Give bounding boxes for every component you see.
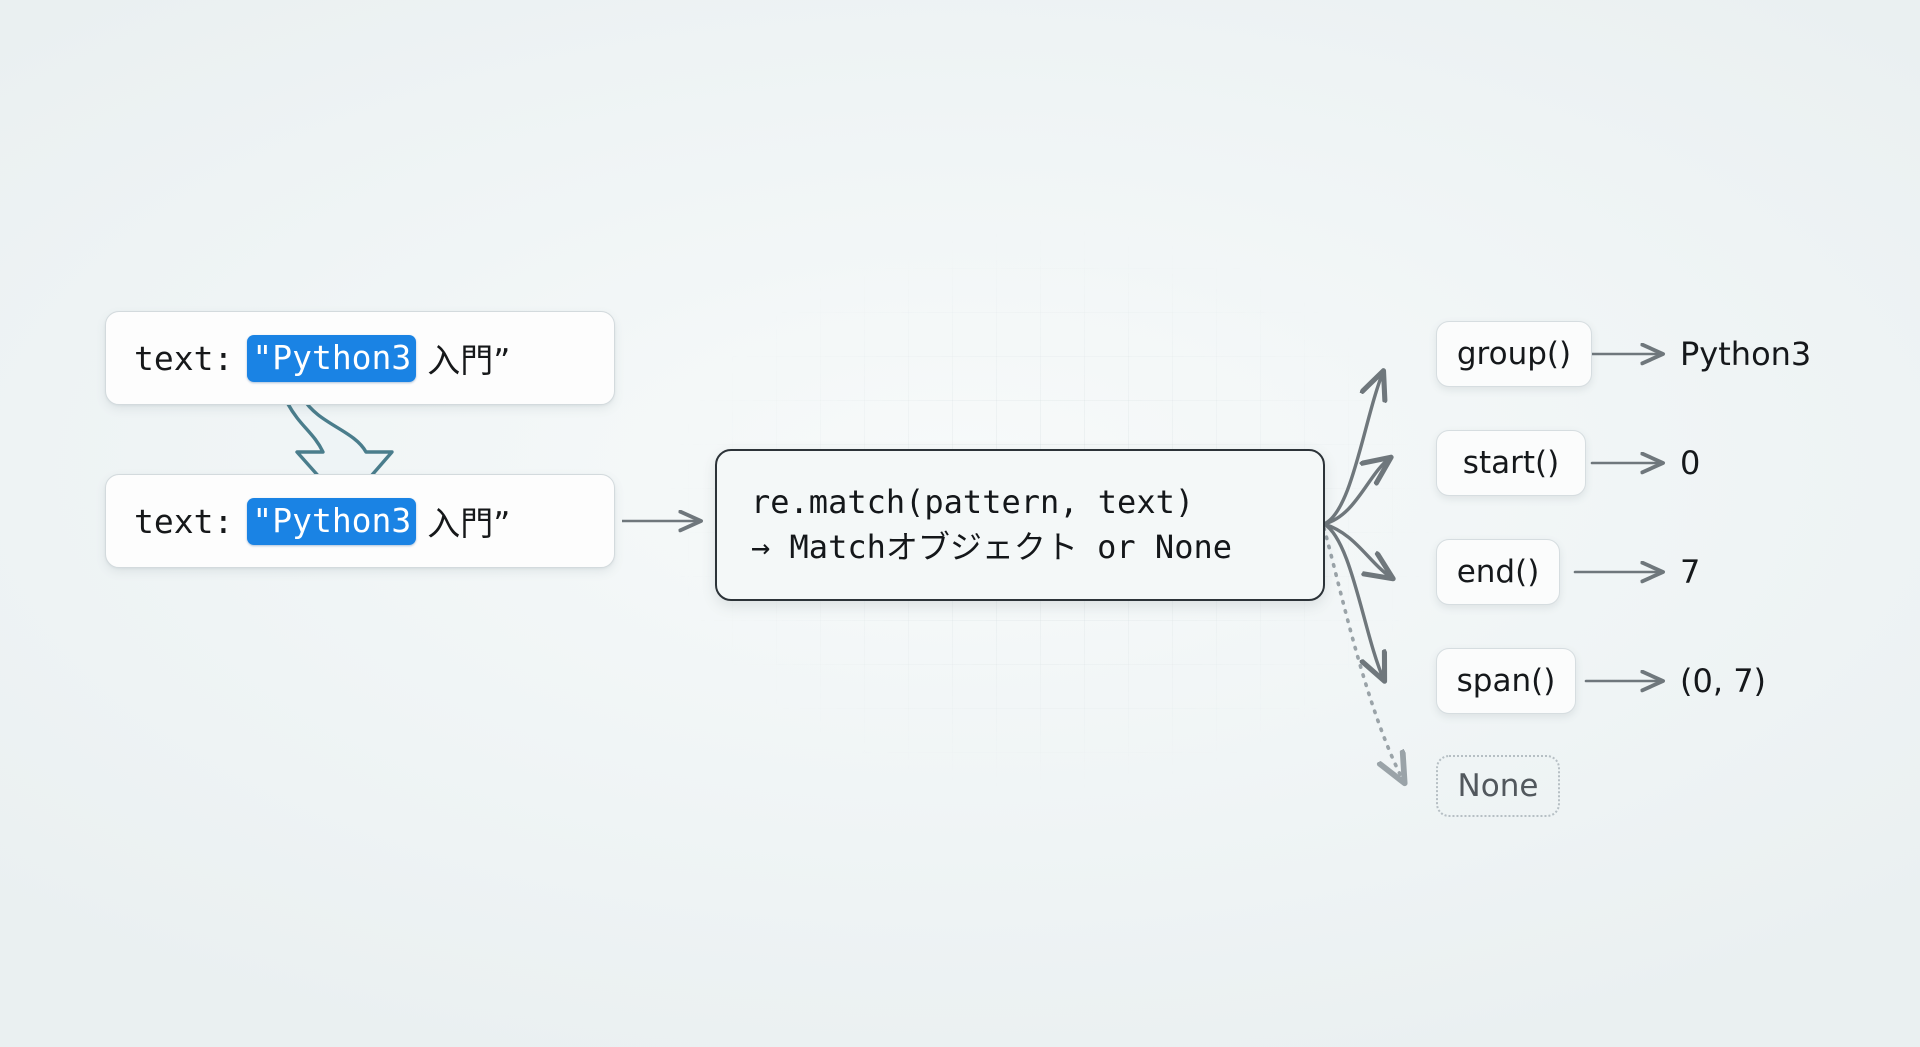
result-end-text: 7: [1680, 553, 1701, 591]
source-text-label-1: text:: [134, 338, 234, 378]
curved-fanout-arrow-icon: [1322, 372, 1392, 680]
method-pill-start-label: start(): [1462, 445, 1560, 481]
result-arrow-icon: [1573, 354, 1662, 681]
method-pill-group-label: group(): [1456, 336, 1572, 372]
result-value-group: Python3: [1680, 331, 1811, 377]
code-line-1: re.match(pattern, text): [751, 482, 1195, 521]
source-text-highlight-2: "Python3: [247, 497, 417, 545]
code-line-2: → Matchオブジェクト or None: [751, 528, 1232, 566]
method-pill-group[interactable]: group(): [1436, 321, 1592, 387]
method-pill-span[interactable]: span(): [1436, 648, 1576, 714]
source-text-tail-2: 入門”: [427, 504, 511, 543]
method-pill-span-label: span(): [1456, 663, 1556, 699]
method-pill-none[interactable]: None: [1436, 755, 1560, 817]
re-match-code-box[interactable]: re.match(pattern, text) → Matchオブジェクト or…: [715, 449, 1325, 601]
result-value-end: 7: [1680, 549, 1700, 595]
source-text-tail-1: 入門”: [427, 341, 511, 380]
dotted-fanout-arrow-icon: [1322, 526, 1404, 782]
method-pill-start[interactable]: start(): [1436, 430, 1586, 496]
result-group-text: Python3: [1680, 335, 1812, 373]
result-span-text: (0, 7): [1680, 662, 1767, 700]
source-text-label-2: text:: [134, 501, 234, 541]
result-value-start: 0: [1680, 440, 1700, 486]
method-pill-end[interactable]: end(): [1436, 539, 1560, 605]
result-start-text: 0: [1680, 444, 1701, 482]
source-text-highlight-1: "Python3: [247, 334, 417, 382]
method-pill-end-label: end(): [1456, 554, 1540, 590]
result-value-span: (0, 7): [1680, 658, 1766, 704]
source-text-box-2[interactable]: text: "Python3 入門”: [105, 474, 615, 568]
source-text-box-1[interactable]: text: "Python3 入門”: [105, 311, 615, 405]
method-pill-none-label: None: [1457, 768, 1539, 804]
